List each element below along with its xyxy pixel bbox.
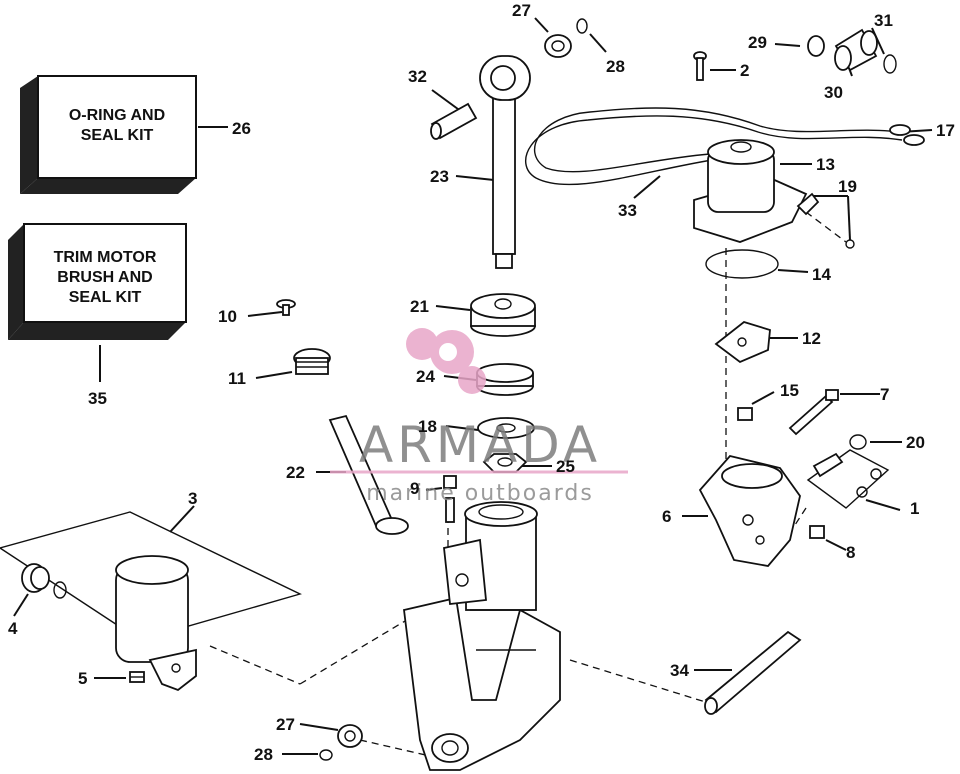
trim-cylinder-housing xyxy=(403,501,561,771)
part-15-screw xyxy=(737,407,753,421)
callout-15: 15 xyxy=(780,381,799,400)
callout-25: 25 xyxy=(556,457,575,476)
callout-18: 18 xyxy=(418,417,437,436)
watermark-tagline: marine outboards xyxy=(366,481,594,506)
part-34-pivot-pin xyxy=(704,630,802,715)
part-27-bushing-top xyxy=(544,34,572,58)
part-30-motor-plug xyxy=(834,28,878,72)
callout-20: 20 xyxy=(906,433,925,452)
callout-19: 19 xyxy=(838,177,857,196)
callout-2: 2 xyxy=(740,61,749,80)
callout-31: 31 xyxy=(874,11,893,30)
part-3-reservoir xyxy=(115,555,197,692)
part-19-clip xyxy=(796,192,855,249)
callout-26: 26 xyxy=(232,119,251,138)
callout-1: 1 xyxy=(910,499,919,518)
callout-17: 17 xyxy=(936,121,955,140)
callout-8: 8 xyxy=(846,543,855,562)
part-28-ring-top xyxy=(576,18,588,34)
callout-numbers: 1 2 3 4 5 6 7 8 9 10 11 12 13 14 15 17 1… xyxy=(8,1,955,764)
callout-27: 27 xyxy=(512,1,531,20)
part-9-valve xyxy=(443,475,457,523)
brand-watermark: ARMADA marine outboards xyxy=(330,328,628,506)
kit-box-oring-seal: O-RING AND SEAL KIT xyxy=(20,75,197,194)
part-21-head xyxy=(470,293,536,337)
callout-27-bottom: 27 xyxy=(276,715,295,734)
part-31-ring xyxy=(883,54,897,74)
kit-box-trim-motor-brush: TRIM MOTOR BRUSH AND SEAL KIT xyxy=(8,223,187,340)
part-3-panel xyxy=(0,511,302,641)
propeller-icon xyxy=(406,328,486,394)
kit-box-oring-seal-line2: SEAL KIT xyxy=(81,127,154,144)
part-10-screw xyxy=(276,299,296,316)
part-32-pin xyxy=(430,102,478,140)
callout-7: 7 xyxy=(880,385,889,404)
callout-28-bottom: 28 xyxy=(254,745,273,764)
callout-29: 29 xyxy=(748,33,767,52)
callout-22: 22 xyxy=(286,463,305,482)
part-27-bushing-bottom xyxy=(337,724,363,748)
part-1-gasket xyxy=(806,449,890,509)
callout-9: 9 xyxy=(410,479,419,498)
part-8-screw xyxy=(809,525,825,539)
callout-34: 34 xyxy=(670,661,689,680)
kit-box-trim-line1: TRIM MOTOR xyxy=(54,249,157,266)
leader-lines xyxy=(13,17,933,755)
part-28-ring-bottom xyxy=(319,749,333,761)
callout-11: 11 xyxy=(228,369,246,388)
kit-box-oring-seal-line1: O-RING AND xyxy=(69,107,165,124)
callout-13: 13 xyxy=(816,155,835,174)
callout-6: 6 xyxy=(662,507,671,526)
part-6-pump-housing xyxy=(698,454,801,567)
callout-3: 3 xyxy=(188,489,197,508)
part-24-piston xyxy=(476,363,534,396)
part-11-fitting xyxy=(293,348,331,375)
part-33-wiring xyxy=(525,107,903,186)
callout-30: 30 xyxy=(824,83,843,102)
callout-32: 32 xyxy=(408,67,427,86)
part-13-trim-motor xyxy=(693,139,808,243)
callout-14: 14 xyxy=(812,265,831,284)
callout-5: 5 xyxy=(78,669,87,688)
part-29-washer xyxy=(807,35,825,57)
part-18-washer xyxy=(477,417,535,439)
part-23-trim-rod xyxy=(479,55,531,269)
callout-10: 10 xyxy=(218,307,237,326)
part-17-terminals xyxy=(889,124,925,146)
callout-28: 28 xyxy=(606,57,625,76)
part-12-cover xyxy=(714,321,771,364)
part-7-bolt xyxy=(788,389,839,436)
callout-12: 12 xyxy=(802,329,821,348)
callout-35: 35 xyxy=(88,389,107,408)
part-4-bushing xyxy=(21,563,67,599)
part-20-ring xyxy=(849,434,867,450)
kit-box-trim-line2: BRUSH AND xyxy=(57,269,152,286)
callout-21: 21 xyxy=(410,297,429,316)
callout-24: 24 xyxy=(416,367,435,386)
part-2-screw xyxy=(693,51,707,81)
kit-box-trim-line3: SEAL KIT xyxy=(69,289,142,306)
callout-33: 33 xyxy=(618,201,637,220)
watermark-brand: ARMADA xyxy=(359,416,601,474)
callout-23: 23 xyxy=(430,167,449,186)
callout-4: 4 xyxy=(8,619,18,638)
part-14-o-ring xyxy=(705,249,779,279)
part-5-screw xyxy=(129,671,145,683)
